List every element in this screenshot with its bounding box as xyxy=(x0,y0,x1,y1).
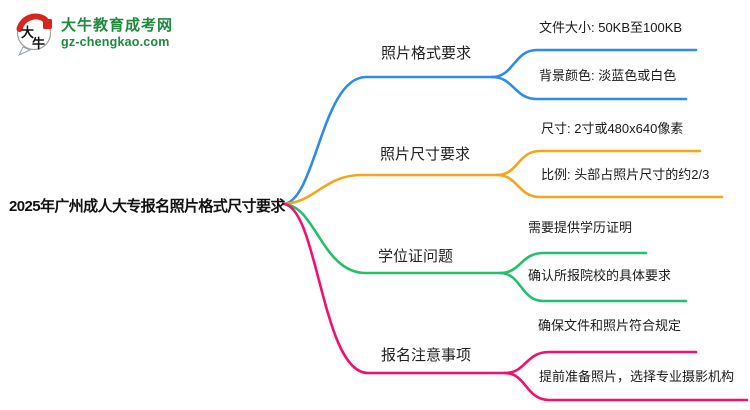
svg-text:牛: 牛 xyxy=(32,36,45,51)
leaf-compliance: 确保文件和照片符合规定 xyxy=(538,318,682,333)
leaf-edu-proof: 需要提供学历证明 xyxy=(528,220,633,235)
logo-text-block: 大牛教育成考网 gz-chengkao.com xyxy=(61,16,173,50)
svg-text:大: 大 xyxy=(21,25,34,40)
daniu-logo-icon: 大 牛 xyxy=(16,13,52,56)
leaf-head-ratio: 比例: 头部占照片尺寸的约2/3 xyxy=(541,167,710,182)
leaf-school-req: 确认所报院校的具体要求 xyxy=(528,268,672,283)
branch-line-photo-size xyxy=(282,173,499,206)
leaf-prepare-photo: 提前准备照片，选择专业摄影机构 xyxy=(539,369,735,384)
leaf-dimensions: 尺寸: 2寸或480x640像素 xyxy=(541,121,684,136)
leaf-line-prepare-photo xyxy=(503,371,749,402)
site-logo: 大 牛 大牛教育成考网 gz-chengkao.com xyxy=(13,10,173,56)
leaf-line-school-req xyxy=(498,271,688,303)
leaf-line-edu-proof xyxy=(498,251,648,275)
leaf-line-head-ratio xyxy=(495,173,724,199)
leaf-bg-color: 背景颜色: 淡蓝色或白色 xyxy=(539,68,677,83)
leaf-line-dimensions xyxy=(495,149,702,177)
branch-line-degree-cert xyxy=(282,202,502,275)
branch-label-degree-cert: 学位证问题 xyxy=(378,248,454,265)
leaf-line-bg-color xyxy=(490,75,688,101)
branch-line-reg-notes xyxy=(282,202,507,375)
site-name: 大牛教育成考网 xyxy=(61,17,174,34)
branch-label-photo-format: 照片格式要求 xyxy=(381,45,472,62)
leaf-line-file-size xyxy=(490,48,698,79)
leaf-line-compliance xyxy=(503,350,698,375)
branch-line-photo-format xyxy=(282,75,494,206)
root-node-title: 2025年广州成人大专报名照片格式尺寸要求 xyxy=(9,198,285,215)
branch-label-photo-size: 照片尺寸要求 xyxy=(380,146,471,163)
leaf-file-size: 文件大小: 50KB至100KB xyxy=(539,20,683,35)
branch-label-reg-notes: 报名注意事项 xyxy=(381,347,472,364)
site-url: gz-chengkao.com xyxy=(61,35,170,49)
